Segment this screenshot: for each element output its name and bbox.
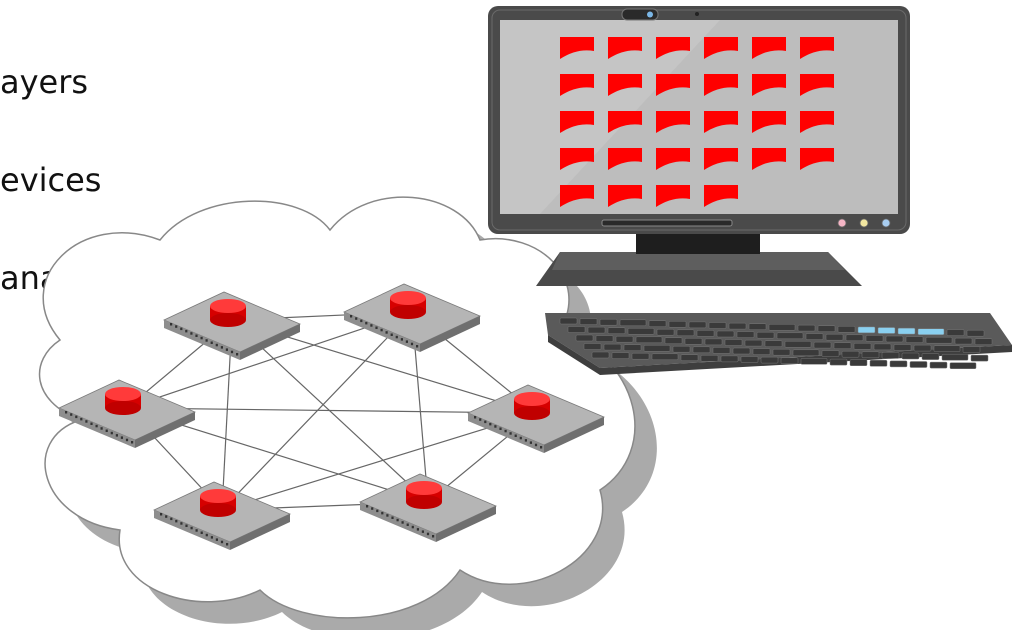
screen-app-icon xyxy=(704,148,738,170)
router-icon xyxy=(514,392,550,420)
router-icon xyxy=(105,387,141,415)
screen-app-icon xyxy=(608,74,642,96)
screen-app-icon xyxy=(608,148,642,170)
status-led xyxy=(859,218,869,228)
router-icon xyxy=(210,299,246,327)
router-icon xyxy=(200,489,236,517)
network-switch xyxy=(163,291,301,360)
screen-app-icon xyxy=(560,37,594,59)
screen-app-icon xyxy=(560,185,594,207)
screen-app-icon xyxy=(656,148,690,170)
screen-icon-grid xyxy=(560,37,834,207)
network-link xyxy=(126,407,537,414)
screen-app-icon xyxy=(800,37,834,59)
screen-app-icon xyxy=(656,185,690,207)
screen-app-icon xyxy=(560,148,594,170)
screen-app-icon xyxy=(656,37,690,59)
screen-app-icon xyxy=(704,111,738,133)
screen-app-icon xyxy=(656,74,690,96)
status-leds xyxy=(837,218,891,228)
screen-app-icon xyxy=(800,148,834,170)
status-led xyxy=(881,218,891,228)
screen-app-icon xyxy=(800,74,834,96)
screen-app-icon xyxy=(608,37,642,59)
screen-app-icon xyxy=(800,111,834,133)
screen-app-icon xyxy=(704,74,738,96)
screen-app-icon xyxy=(560,111,594,133)
network-switch xyxy=(343,283,481,352)
network-switch xyxy=(153,481,291,550)
screen-app-icon xyxy=(608,185,642,207)
bullet-item: ayers xyxy=(0,63,89,101)
keyboard xyxy=(545,313,1012,375)
network-switch xyxy=(58,379,196,448)
screen-app-icon xyxy=(656,111,690,133)
switches xyxy=(58,283,605,550)
network-switch xyxy=(359,473,497,542)
network-switch xyxy=(467,384,605,453)
router-icon xyxy=(406,481,442,509)
bullet-item: evices xyxy=(0,161,102,199)
status-led xyxy=(837,218,847,228)
screen-app-icon xyxy=(704,185,738,207)
screen-app-icon xyxy=(752,148,786,170)
router-icon xyxy=(390,291,426,319)
screen-app-icon xyxy=(752,37,786,59)
screen-app-icon xyxy=(752,111,786,133)
network-link xyxy=(221,311,413,511)
screen-app-icon xyxy=(560,74,594,96)
screen-app-icon xyxy=(608,111,642,133)
screen-app-icon xyxy=(752,74,786,96)
keyboard-keys xyxy=(559,317,993,369)
screen-app-icon xyxy=(704,37,738,59)
monitor xyxy=(488,6,910,286)
network-link xyxy=(221,412,537,511)
